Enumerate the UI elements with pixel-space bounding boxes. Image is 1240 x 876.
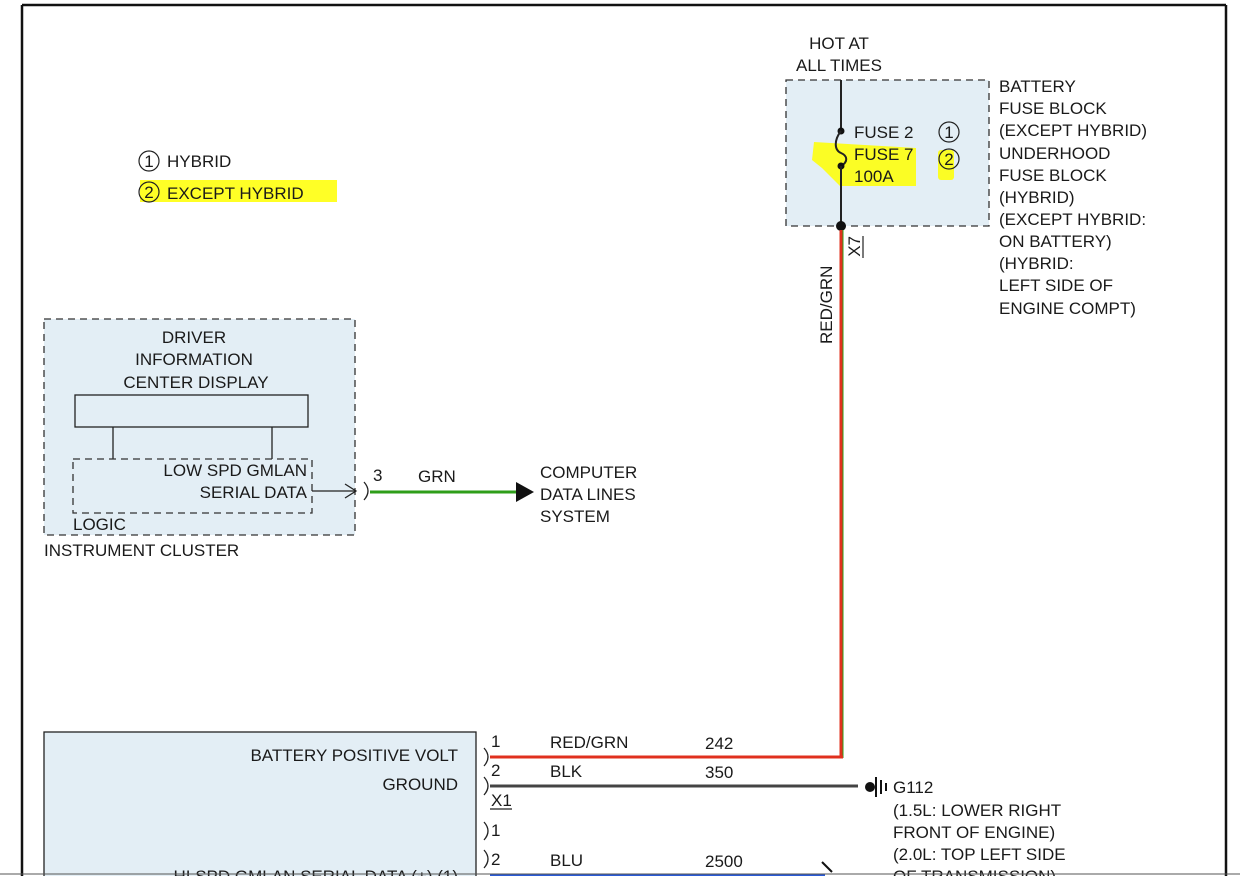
module-connector-1 (483, 747, 489, 767)
wire-color-label-red-grn-2: RED/GRN (550, 733, 628, 752)
green-wire-arrow (516, 482, 534, 502)
cluster-pin-number: 3 (373, 466, 382, 485)
module-label-hs-gmlan: HI SPD GMLAN SERIAL DATA (+) (1) (174, 867, 459, 876)
circuit-number-242: 242 (705, 734, 733, 753)
module-label-ground: GROUND (382, 775, 458, 794)
module-box (43, 731, 477, 876)
ground-g112: G112 (1.5L: LOWER RIGHT FRONT OF ENGINE)… (865, 777, 1066, 876)
fuse-desc-line: UNDERHOOD (999, 144, 1110, 163)
legend-highlight (140, 180, 337, 202)
fuse-block: HOT AT ALL TIMES FUSE 2 FUSE 7 100A 1 2 … (785, 34, 1147, 318)
connector-x1-label: X1 (491, 791, 512, 810)
module-connector-2 (483, 776, 489, 796)
module-pin-number: 2 (491, 761, 500, 780)
fuse-number-1: 1 (944, 123, 953, 142)
fuse-desc-line: LEFT SIDE OF (999, 276, 1113, 295)
dest-label-line2: DATA LINES (540, 485, 636, 504)
connector-x7-node (836, 221, 846, 231)
module-label-battery: BATTERY POSITIVE VOLT (250, 746, 458, 765)
logic-box (72, 458, 313, 514)
logic-label-line2: SERIAL DATA (200, 483, 308, 502)
legend: 1 HYBRID 2 EXCEPT HYBRID (138, 150, 337, 203)
legend-number-2: 2 (144, 183, 153, 202)
dest-label-line1: COMPUTER (540, 463, 637, 482)
fuse-highlight (812, 142, 916, 186)
legend-number-circle-1 (138, 150, 160, 172)
connector-x7-label: X7 (845, 236, 864, 257)
module-connector-3 (483, 821, 489, 841)
ground-id: G112 (893, 778, 933, 797)
module-connector-4 (483, 849, 489, 869)
fuse-desc-line: FUSE BLOCK (999, 99, 1107, 118)
hot-label-line2: ALL TIMES (796, 56, 882, 75)
dic-label-line2: INFORMATION (135, 350, 253, 369)
wire-color-label-blu: BLU (550, 851, 583, 870)
legend-label-except-hybrid: EXCEPT HYBRID (167, 184, 304, 203)
ground-location-line: (2.0L: TOP LEFT SIDE (893, 845, 1066, 864)
fuse-2-label: FUSE 2 (854, 123, 914, 142)
module-pin-number: 1 (491, 821, 500, 840)
instrument-cluster: DRIVER INFORMATION CENTER DISPLAY LOW SP… (43, 318, 637, 560)
fuse-desc-line: (EXCEPT HYBRID) (999, 121, 1147, 140)
fuse-7-label: FUSE 7 (854, 145, 914, 164)
fuse-desc-line: ON BATTERY) (999, 232, 1112, 251)
module: BATTERY POSITIVE VOLT GROUND HI SPD GMLA… (43, 731, 858, 876)
wire-color-label-red-grn: RED/GRN (817, 266, 836, 344)
logic-label-line1: LOW SPD GMLAN (163, 461, 307, 480)
fuse-number-2: 2 (944, 150, 953, 169)
fuse-desc-line: ENGINE COMPT) (999, 299, 1136, 318)
fuse-block-outline (785, 79, 990, 227)
circuit-number-2500: 2500 (705, 852, 743, 871)
dic-label-line1: DRIVER (162, 328, 226, 347)
legend-number-1: 1 (144, 152, 153, 171)
fuse-desc-line: BATTERY (999, 77, 1076, 96)
dic-label-line3: CENTER DISPLAY (123, 373, 268, 392)
wire-color-label-grn: GRN (418, 467, 456, 486)
cluster-name: INSTRUMENT CLUSTER (44, 541, 239, 560)
ground-node (865, 782, 875, 792)
dic-display (74, 394, 309, 428)
logic-label: LOGIC (73, 515, 126, 534)
hot-label-line1: HOT AT (809, 34, 869, 53)
cluster-connector-symbol (363, 481, 369, 501)
fuse-block-description: BATTERY FUSE BLOCK (EXCEPT HYBRID) UNDER… (999, 77, 1147, 318)
fuse-symbol (834, 130, 848, 167)
fuse-rating: 100A (854, 167, 894, 186)
dest-label-line3: SYSTEM (540, 507, 610, 526)
ground-location-line: FRONT OF ENGINE) (893, 823, 1055, 842)
wire-red-grn-vertical: RED/GRN (817, 230, 844, 758)
ground-location-line: (1.5L: LOWER RIGHT (893, 801, 1061, 820)
circuit-number-350: 350 (705, 763, 733, 782)
fuse-number-highlight (938, 150, 954, 180)
fuse-number-circle-1 (938, 121, 960, 143)
wire-color-label-blk: BLK (550, 762, 583, 781)
blue-wire-arrow (821, 861, 833, 873)
fuse-desc-line: FUSE BLOCK (999, 166, 1107, 185)
legend-label-hybrid: HYBRID (167, 152, 231, 171)
ground-location-line: OF TRANSMISSION) (893, 867, 1056, 876)
module-pin-number: 1 (491, 732, 500, 751)
fuse-desc-line: (HYBRID) (999, 188, 1075, 207)
module-pin-number: 2 (491, 850, 500, 869)
fuse-number-circle-2 (938, 148, 960, 170)
fuse-desc-line: (EXCEPT HYBRID: (999, 210, 1146, 229)
fuse-desc-line: (HYBRID: (999, 254, 1074, 273)
legend-number-circle-2 (138, 181, 160, 203)
cluster-pin-arrow (344, 483, 358, 499)
